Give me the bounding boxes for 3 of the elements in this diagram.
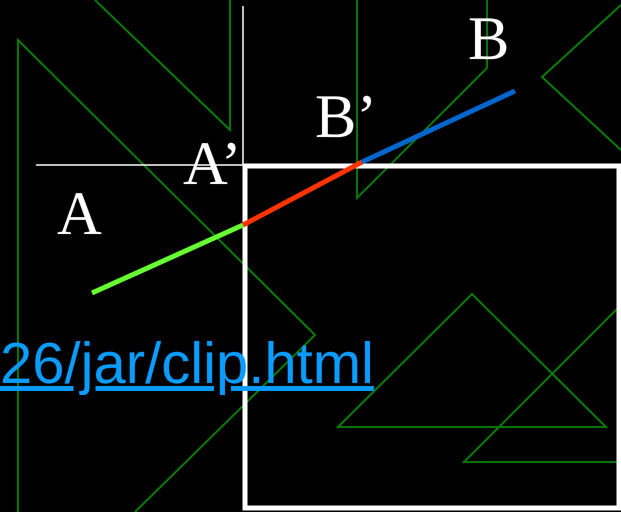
point-label: B (468, 8, 510, 70)
point-label: A (57, 183, 102, 245)
point-label: B’ (315, 86, 377, 148)
